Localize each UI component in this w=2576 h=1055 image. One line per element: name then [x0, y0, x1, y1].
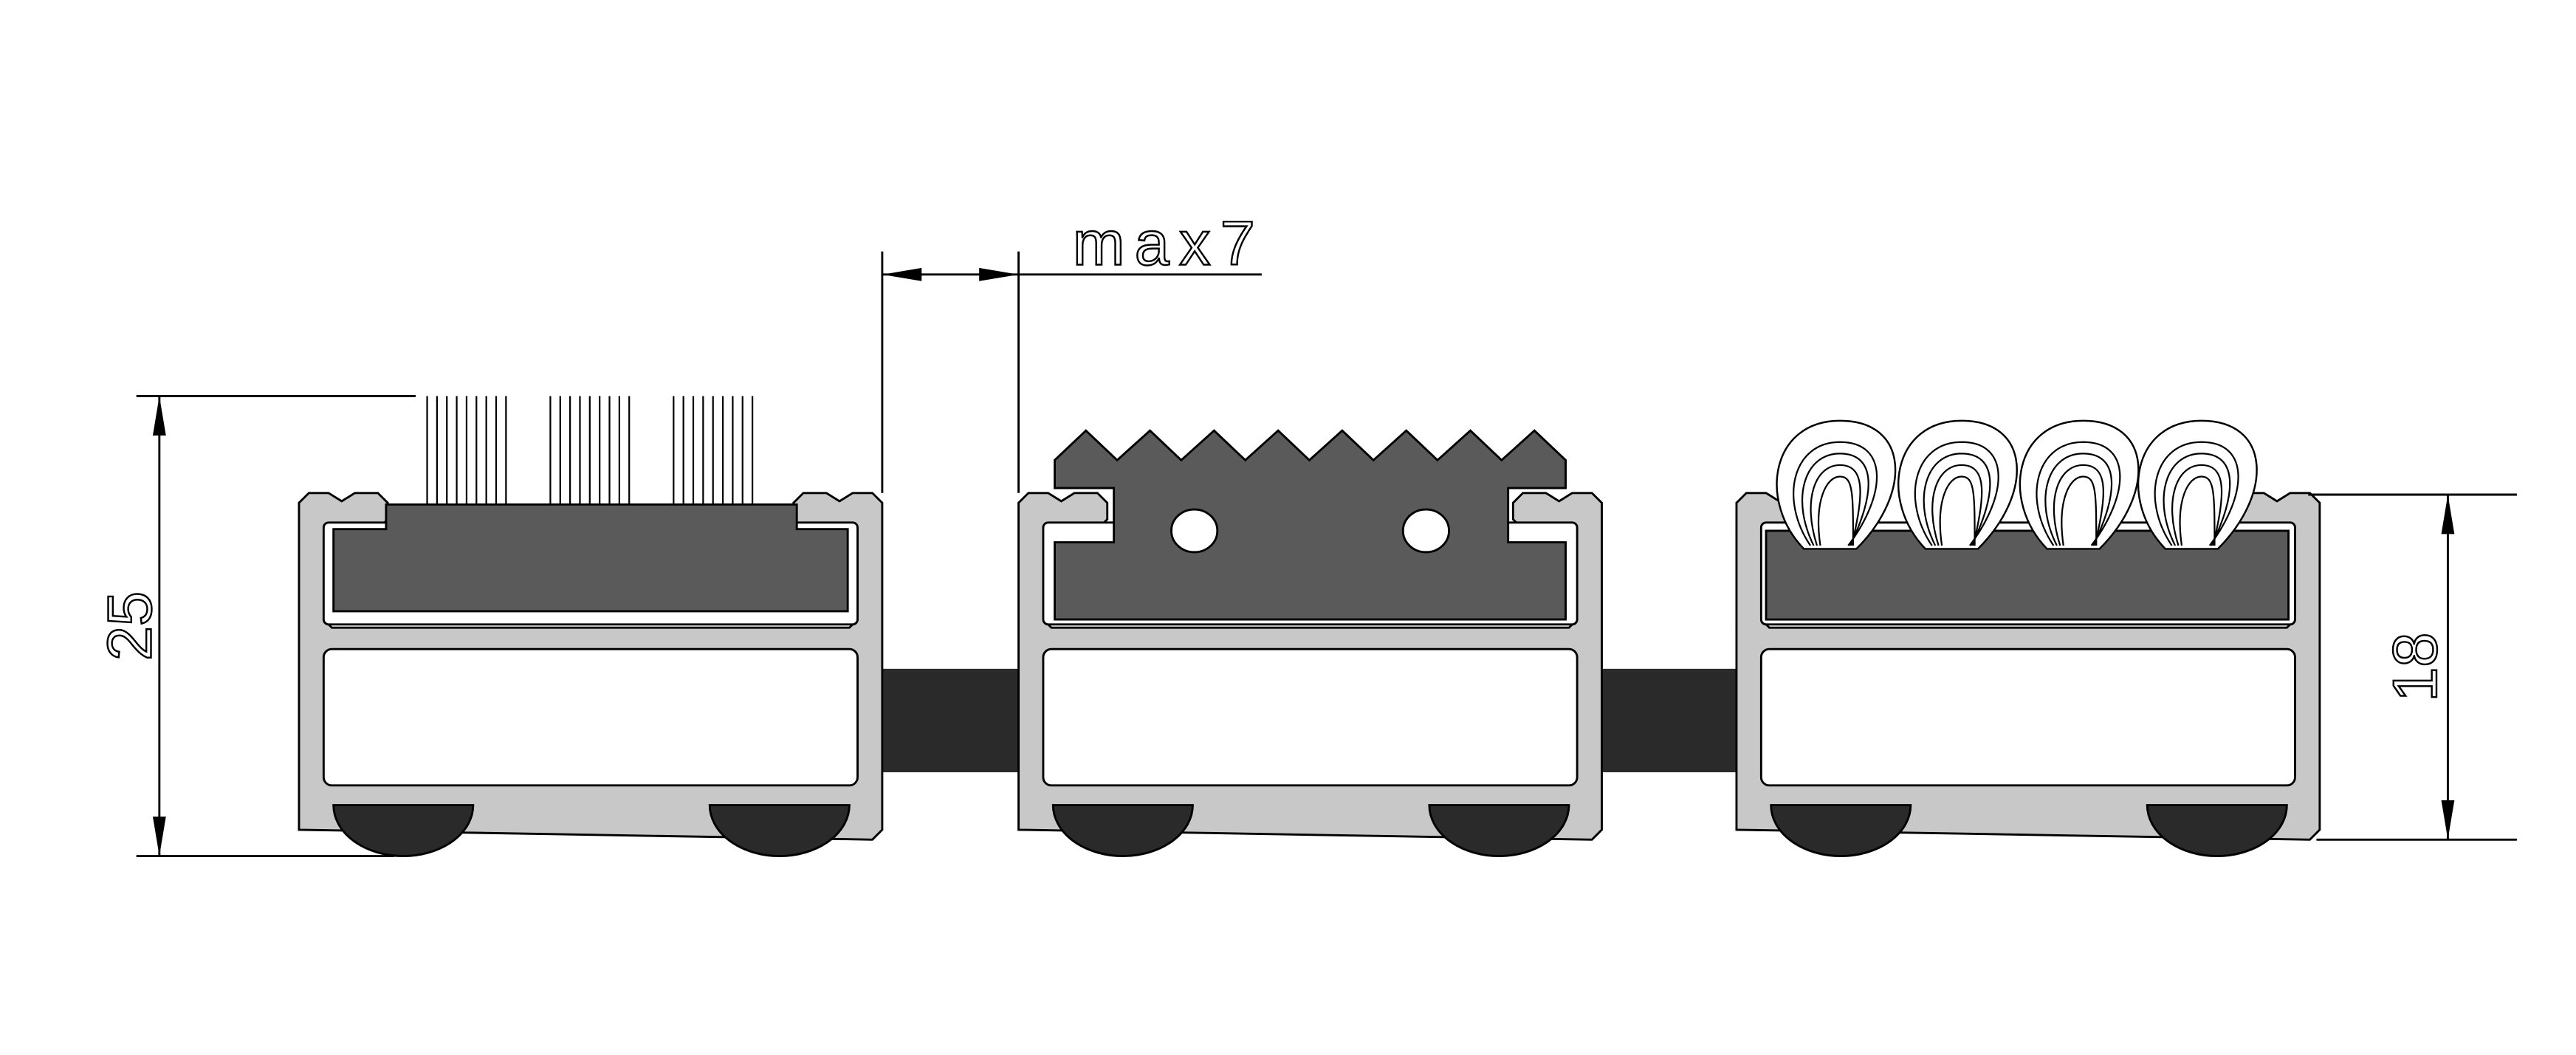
carpet-tuft: [1897, 419, 2018, 550]
dimension-label-25: 25: [95, 591, 165, 661]
rubber-connector: [882, 668, 1019, 773]
tuft-fiber: [1793, 441, 1878, 546]
insert-hole: [1401, 508, 1451, 554]
hollow-chamber: [1759, 647, 2296, 787]
tuft-fiber: [1923, 453, 1991, 546]
rubber-foot: [332, 804, 475, 857]
dimension-total-height: 25: [93, 395, 416, 857]
dimension-label-max7: max7: [1073, 207, 1265, 278]
carpet-insert: [1765, 419, 2290, 621]
tuft-fiber: [2036, 441, 2121, 546]
carpet-tuft: [1776, 419, 1897, 550]
tuft-fiber: [1817, 475, 1855, 546]
rubber-foot: [1051, 804, 1194, 857]
tuft-fiber: [2154, 441, 2239, 546]
tuft-fiber: [1810, 464, 1861, 546]
tuft-fiber: [2061, 475, 2098, 546]
tuft-fiber: [2053, 464, 2104, 546]
serrated-rubber-insert: [1054, 429, 1567, 621]
tuft-fiber: [1939, 475, 1976, 546]
brush-carrier: [332, 503, 849, 613]
hollow-chamber: [322, 647, 859, 787]
brush-insert: [332, 396, 849, 613]
rubber-foot: [2146, 804, 2288, 857]
tuft-fiber: [1931, 464, 1983, 546]
carpet-tuft: [2137, 419, 2258, 550]
rubber-foot: [1770, 804, 1912, 857]
tuft-fiber: [1914, 441, 1999, 546]
insert-hole: [1170, 508, 1219, 554]
carpet-tuft: [2019, 419, 2140, 550]
tuft-fiber: [2044, 453, 2113, 546]
hollow-chamber: [1042, 647, 1579, 787]
rubber-foot: [708, 804, 851, 857]
tuft-fiber: [2171, 464, 2223, 546]
tuft-fiber: [2179, 475, 2216, 546]
tuft-fiber: [1801, 453, 1869, 546]
dimension-profile-height: 18: [2308, 493, 2517, 841]
serrated-rubber-body: [1054, 429, 1567, 621]
rubber-foot: [1428, 804, 1570, 857]
dimension-label-18: 18: [2380, 633, 2450, 702]
dimension-gap: max7: [881, 207, 1265, 493]
tuft-fiber: [2163, 453, 2231, 546]
rubber-connector: [1601, 668, 1737, 773]
